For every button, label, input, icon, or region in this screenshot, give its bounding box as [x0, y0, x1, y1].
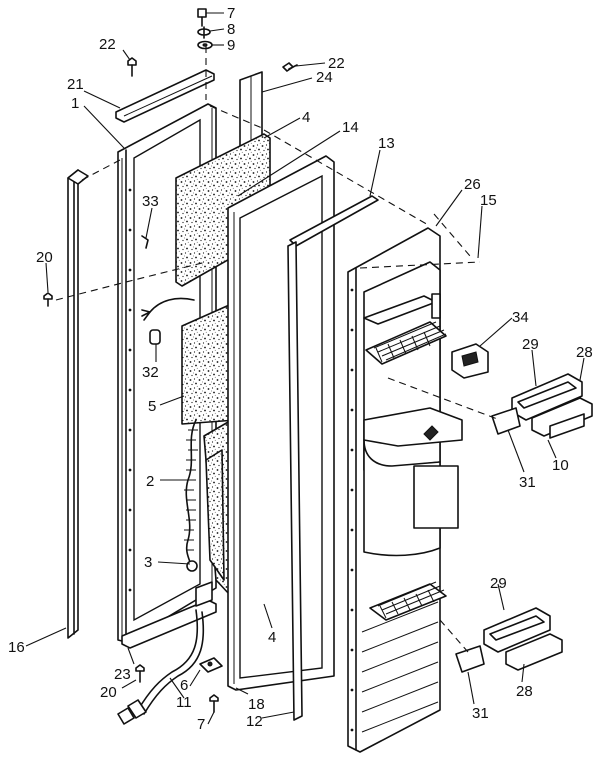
- callout-22-left: 22: [99, 36, 116, 53]
- callout-29-lower: 29: [490, 575, 507, 592]
- callout-33: 33: [142, 193, 159, 210]
- callout-24: 24: [316, 69, 333, 86]
- leader-lines: [25, 12, 585, 725]
- alignment-lines: [55, 46, 501, 653]
- callout-34: 34: [512, 309, 529, 326]
- callout-14: 14: [342, 119, 359, 136]
- callout-15: 15: [480, 192, 497, 209]
- callout-22-right: 22: [328, 55, 345, 72]
- callout-labels: 7 8 9 22 22 24 21 1 4 14 13 33 26 15 20 …: [8, 5, 593, 733]
- callout-16: 16: [8, 639, 25, 656]
- callout-32: 32: [142, 364, 159, 381]
- callout-23: 23: [114, 666, 131, 683]
- callout-4-upper: 4: [302, 109, 310, 126]
- frame-screw-holes: [128, 188, 132, 592]
- lower-shelf-rack: [369, 581, 447, 621]
- drain-fitting: [199, 657, 223, 673]
- bottom-bracket: [121, 581, 217, 649]
- small-connectors: [141, 235, 161, 345]
- callout-31-upper: 31: [519, 474, 536, 491]
- dispenser-cup: [451, 343, 489, 379]
- callout-31-lower: 31: [472, 705, 489, 722]
- dispenser-cavity: [363, 261, 463, 557]
- callout-11: 11: [176, 694, 192, 711]
- drain-tube: [117, 609, 205, 725]
- panel-vent-slats: [361, 601, 439, 733]
- lower-door-bin-set: [455, 607, 563, 673]
- hinge-hardware: [197, 8, 213, 50]
- side-trim-strip: [67, 169, 89, 639]
- callout-2: 2: [146, 473, 154, 490]
- callout-8: 8: [227, 21, 235, 38]
- callout-6: 6: [180, 677, 188, 694]
- callout-1: 1: [71, 95, 79, 112]
- callout-13: 13: [378, 135, 395, 152]
- callout-7-bottom: 7: [197, 716, 205, 733]
- lower-screws: [43, 292, 219, 713]
- upper-shelf-rack: [365, 321, 447, 365]
- callout-21: 21: [67, 76, 84, 93]
- trim-strips: [287, 195, 379, 721]
- callout-20-lower: 20: [100, 684, 117, 701]
- callout-29-upper: 29: [522, 336, 539, 353]
- panel-screw-holes: [350, 288, 354, 732]
- callout-20-upper: 20: [36, 249, 53, 266]
- callout-7-top: 7: [227, 5, 235, 22]
- callout-12: 12: [246, 713, 263, 730]
- callout-4-lower: 4: [268, 629, 276, 646]
- callout-9: 9: [227, 37, 235, 54]
- callout-3: 3: [144, 554, 152, 571]
- callout-28-lower: 28: [516, 683, 533, 700]
- callout-5: 5: [148, 398, 156, 415]
- callout-26: 26: [464, 176, 481, 193]
- door-gasket: [227, 155, 335, 691]
- callout-18: 18: [248, 696, 265, 713]
- callout-10: 10: [552, 457, 569, 474]
- upper-door-bin-set: [491, 373, 593, 439]
- callout-28-upper: 28: [576, 344, 593, 361]
